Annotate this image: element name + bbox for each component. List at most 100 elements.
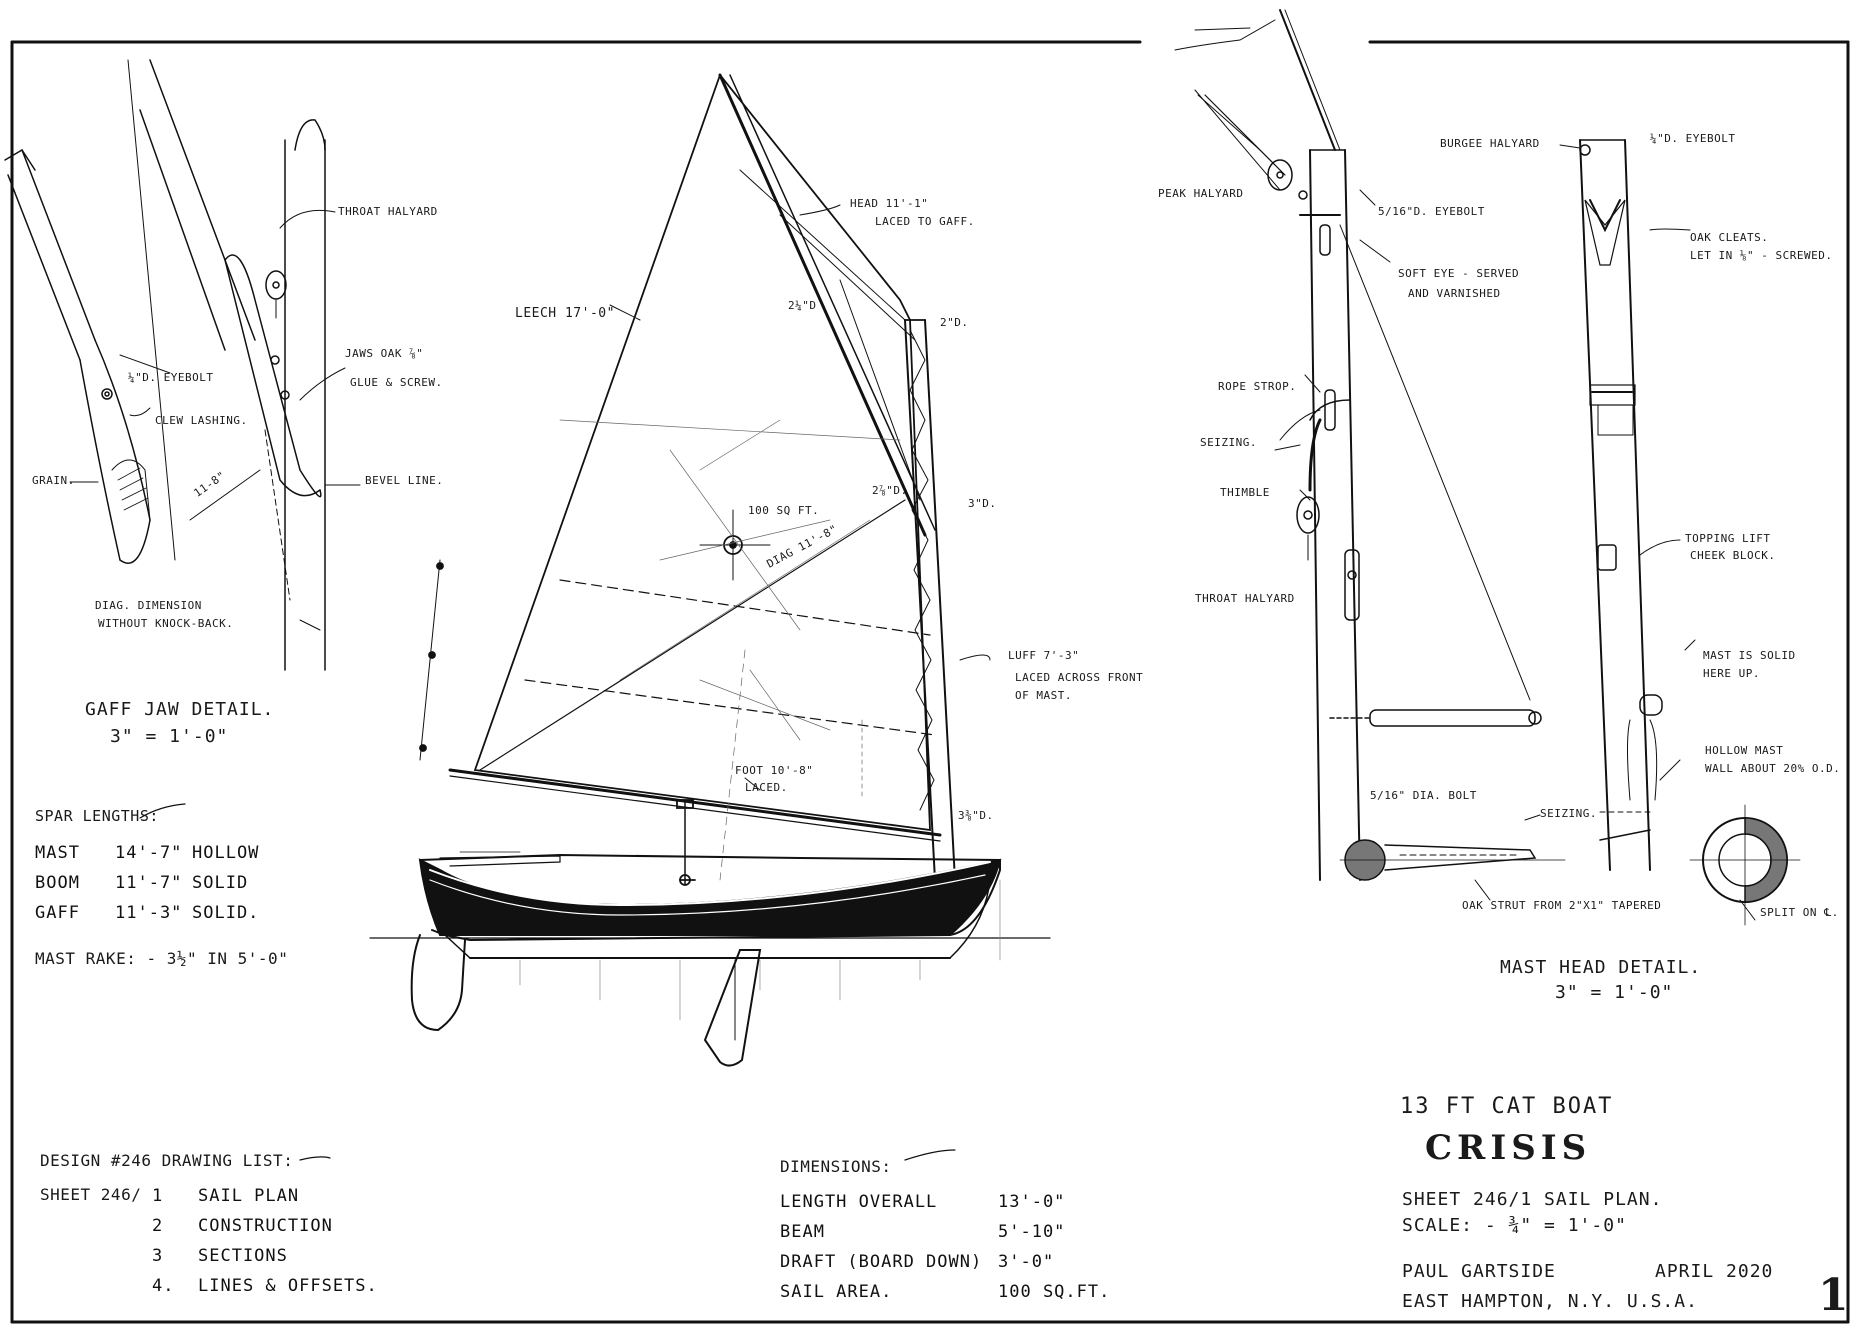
mast-throat-halyard-label: Throat Halyard: [1195, 592, 1295, 605]
hollow-mast-1: Hollow mast: [1705, 744, 1784, 757]
dimension-label: Draft (Board Down): [780, 1252, 983, 1272]
drawing-num: 2: [152, 1216, 164, 1236]
spar-type: Solid.: [192, 903, 260, 923]
rope-strop-label: Rope strop.: [1218, 380, 1297, 393]
drawing-list-names: Sail Plan Construction Sections Lines & …: [198, 1186, 378, 1306]
spar-name: Boom: [35, 873, 80, 893]
gaff-jaw-title: Gaff Jaw Detail.: [85, 699, 275, 720]
dimension-label: Length Overall: [780, 1192, 938, 1212]
seizing-label: Seizing.: [1200, 436, 1257, 449]
drawing-name: Sections: [198, 1246, 288, 1266]
dimensions-title: Dimensions:: [780, 1157, 892, 1176]
drawing-list-title: Design #246 Drawing List:: [40, 1151, 294, 1170]
oak-strut-label: Oak strut from 2"x1" tapered: [1462, 899, 1662, 912]
hollow-mast-2: wall about 20% O.D.: [1705, 762, 1841, 775]
burgee-halyard-label: Burgee Halyard: [1440, 137, 1540, 150]
dimension-value: 13'-0": [998, 1192, 1066, 1212]
centreboard: [703, 949, 762, 1067]
spar-length: 14'-7": [115, 843, 183, 863]
spar-lengths-title: Spar Lengths:: [35, 807, 159, 825]
gaff-grain-label: Grain.: [32, 474, 75, 487]
sail-area-label: 100 Sq Ft.: [748, 504, 820, 517]
dimension-label: Beam: [780, 1222, 825, 1242]
gaff-throat-halyard-label: Throat Halyard: [338, 205, 438, 218]
scale-label: Scale: - ¾" = 1'-0": [1402, 1215, 1627, 1236]
designer-location: East Hampton, N.Y. U.S.A.: [1402, 1291, 1698, 1312]
mast-head-title: Mast Head Detail.: [1500, 957, 1702, 978]
gaff-jaws-label: Jaws oak ⅞": [345, 347, 424, 360]
thimble-label: Thimble: [1220, 486, 1270, 499]
drawing-num: 1: [152, 1186, 164, 1206]
mast-solid-2: here up.: [1703, 667, 1760, 680]
foot-label: Foot 10'-8": [735, 764, 814, 777]
drawing-list-sheet: Sheet 246/: [40, 1185, 142, 1204]
gaff-jaw-detail: [4, 59, 361, 671]
drawing-date: April 2020: [1655, 1261, 1774, 1282]
soft-eye-1: Soft eye - served: [1398, 267, 1520, 280]
underlines: [139, 803, 956, 1161]
topping-lift-1: Topping lift: [1685, 532, 1771, 545]
topping-lift-2: cheek block.: [1690, 549, 1776, 562]
gaff-note-1: Diag. dimension: [95, 599, 202, 612]
drawing-list-nums: 1 2 3 4.: [152, 1186, 174, 1306]
drawing-num: 3: [152, 1246, 164, 1266]
gaff-glue-label: Glue & screw.: [350, 376, 443, 389]
peak-halyard-label: Peak Halyard: [1158, 187, 1244, 200]
dim-2d-label: 2"D.: [940, 316, 969, 329]
spar-lengths: 14'-7" 11'-7" 11'-3": [115, 843, 182, 933]
luff-note-2: of mast.: [1015, 689, 1072, 702]
gaff-clew-lashing-label: Clew lashing.: [155, 414, 248, 427]
sheet-number: 1: [1818, 1270, 1850, 1321]
mast-rake-label: Mast Rake: - 3½" in 5'-0": [35, 949, 289, 968]
foot-note: Laced.: [745, 781, 788, 794]
dimension-label: Sail Area.: [780, 1282, 893, 1302]
dimension-value: 3'-0": [998, 1252, 1055, 1272]
drawing-num: 4.: [152, 1276, 175, 1296]
dim-3d-label: 3"D.: [968, 497, 997, 510]
sheet-border: [10, 40, 1850, 1324]
dim-278-label: 2⅞"D.: [872, 484, 908, 497]
oak-cleats-2: Let in ⅛" - screwed.: [1690, 249, 1833, 262]
spar-type: Solid: [192, 873, 249, 893]
drawing-name: Construction: [198, 1216, 333, 1236]
spar-names: Mast Boom Gaff: [35, 843, 80, 933]
hull-topside: [418, 858, 1002, 936]
spar-type: Hollow: [192, 843, 260, 863]
gaff-note-2: without knock-back.: [98, 617, 234, 630]
sheet-description: Sheet 246/1 Sail Plan.: [1402, 1189, 1663, 1210]
spar-length: 11'-7": [115, 873, 183, 893]
boat-type: 13 Ft Cat Boat: [1400, 1094, 1614, 1119]
luff-label: Luff 7'-3": [1008, 649, 1080, 662]
mast-solid-1: Mast is solid: [1703, 649, 1796, 662]
dimension-values: 13'-0" 5'-10" 3'-0" 100 Sq.Ft.: [998, 1192, 1110, 1312]
oak-cleats-1: Oak cleats.: [1690, 231, 1769, 244]
spar-types: Hollow Solid Solid.: [192, 843, 259, 933]
dimension-value: 100 Sq.Ft.: [998, 1282, 1111, 1302]
soft-eye-2: and varnished: [1408, 287, 1501, 300]
seizing2-label: Seizing.: [1540, 807, 1597, 820]
gaff-eyebolt-label: ¼"D. Eyebolt: [128, 371, 214, 384]
sail-outline: [473, 73, 931, 832]
mast-head-scale: 3" = 1'-0": [1555, 982, 1674, 1003]
eyebolt-quarter-label: ¼"D. Eyebolt: [1650, 132, 1736, 145]
gaff-jaw-scale: 3" = 1'-0": [110, 726, 229, 747]
gaff-bevel-line-label: Bevel Line.: [365, 474, 444, 487]
spar-name: Gaff: [35, 903, 80, 923]
hull: [369, 851, 1051, 1067]
dimension-value: 5'-10": [998, 1222, 1066, 1242]
head-label: Head 11'-1": [850, 197, 929, 210]
dia-bolt-label: 5/16" Dia. bolt: [1370, 789, 1477, 802]
boat-name: CRISIS: [1425, 1128, 1592, 1168]
dim-338-label: 3⅜"D.: [958, 809, 994, 822]
sail-plan: [419, 73, 991, 886]
spar-name: Mast: [35, 843, 80, 863]
drawing-name: Sail Plan: [198, 1186, 300, 1206]
dimension-labels: Length Overall Beam Draft (Board Down) S…: [780, 1192, 982, 1312]
leech-label: Leech 17'-0": [515, 306, 615, 321]
spar-length: 11'-3": [115, 903, 183, 923]
luff-note-1: Laced across front: [1015, 671, 1144, 684]
mast-head-detail: [1174, 9, 1801, 926]
drawing-name: Lines & offsets.: [198, 1276, 378, 1296]
eyebolt-516-label: 5/16"D. Eyebolt: [1378, 205, 1485, 218]
